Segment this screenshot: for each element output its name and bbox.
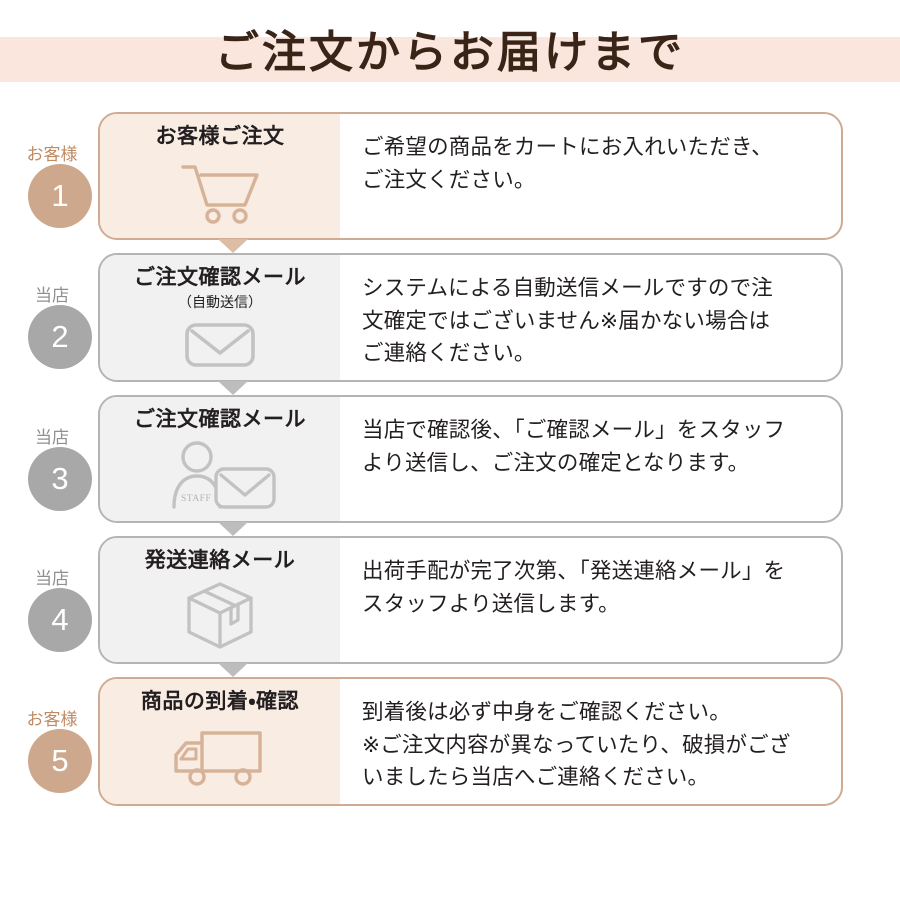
step-3-head: ご注文確認メール STAFF bbox=[100, 397, 340, 522]
step-2-actor-label: 当店 bbox=[35, 286, 69, 305]
step-3-gutter: 当店 3 bbox=[0, 395, 135, 523]
step-1-body: ご希望の商品をカートにお入れいただき、 ご注文ください。 bbox=[340, 114, 841, 238]
step-1-connector-arrow-icon bbox=[218, 239, 248, 253]
step-2-card: ご注文確認メール （自動送信） システムによる自動送信メールですので注 文確定で… bbox=[98, 253, 843, 383]
shopping-cart-icon bbox=[177, 153, 263, 230]
step-4-connector-arrow-icon bbox=[218, 663, 248, 678]
flow-step-4: 当店 4 発送連絡メール 出荷手配が完了次第、「発送連絡メール」を スタッフより… bbox=[0, 536, 900, 678]
step-2-subtitle: （自動送信） bbox=[178, 294, 262, 311]
step-2-description: システムによる自動送信メールですので注 文確定ではございません※届かない場合は … bbox=[362, 276, 774, 366]
flow-step-1: お客様 1 お客様ご注文 ご希望の商品をカートにお入れいただき、 ご注文ください… bbox=[0, 112, 900, 253]
step-3-actor-label: 当店 bbox=[35, 428, 69, 448]
staff-envelope-icon: STAFF bbox=[161, 436, 279, 513]
step-1-gutter: お客様 1 bbox=[0, 112, 135, 240]
staff-badge-text: STAFF bbox=[181, 494, 211, 504]
step-2-head: ご注文確認メール （自動送信） bbox=[100, 255, 340, 381]
step-1-card: お客様ご注文 ご希望の商品をカートにお入れいただき、 ご注文ください。 bbox=[98, 112, 843, 240]
step-5-body: 到着後は必ず中身をご確認ください。 ※ご注文内容が異なっていたり、破損がござ い… bbox=[340, 679, 841, 804]
step-5-description: 到着後は必ず中身をご確認ください。 ※ご注文内容が異なっていたり、破損がござ い… bbox=[362, 700, 791, 790]
step-4-title: 発送連絡メール bbox=[144, 549, 296, 573]
step-1-title: お客様ご注文 bbox=[155, 125, 285, 148]
order-flow-list: お客様 1 お客様ご注文 ご希望の商品をカートにお入れいただき、 ご注文ください… bbox=[0, 112, 900, 807]
step-1-actor-label: お客様 bbox=[26, 145, 78, 164]
step-4-gutter: 当店 4 bbox=[0, 536, 135, 664]
step-1-description: ご希望の商品をカートにお入れいただき、 ご注文ください。 bbox=[362, 135, 773, 192]
step-4-body: 出荷手配が完了次第、「発送連絡メール」を スタッフより送信します。 bbox=[340, 538, 841, 662]
step-3-title: ご注文確認メール bbox=[134, 408, 306, 432]
step-3-description: 当店で確認後、「ご確認メール」をスタッフ より送信し、ご注文の確定となります。 bbox=[362, 418, 786, 475]
step-2-title: ご注文確認メール bbox=[134, 266, 306, 289]
step-4-description: 出荷手配が完了次第、「発送連絡メール」を スタッフより送信します。 bbox=[362, 559, 786, 616]
flow-step-3: 当店 3 ご注文確認メール STAFF 当店で確認後、「ご確 bbox=[0, 395, 900, 537]
step-2-connector-arrow-icon bbox=[218, 381, 248, 396]
step-1-head: お客様ご注文 bbox=[100, 114, 340, 238]
step-5-card: 商品の到着・確認 到着後は必ず中身をご確認ください。 ※ご注文内容が異なっていた… bbox=[98, 677, 843, 807]
envelope-icon bbox=[182, 316, 258, 372]
step-3-connector-arrow-icon bbox=[218, 522, 248, 537]
step-2-gutter: 当店 2 bbox=[0, 253, 135, 382]
flow-step-5: お客様 5 商品の到着・確認 到着後は必ず中身をご確認ください。 ※ご注文内容が… bbox=[0, 677, 900, 807]
step-5-gutter: お客様 5 bbox=[0, 677, 135, 806]
step-4-head: 発送連絡メール bbox=[100, 538, 340, 663]
step-5-head: 商品の到着・確認 bbox=[100, 679, 340, 805]
step-4-card: 発送連絡メール 出荷手配が完了次第、「発送連絡メール」を スタッフより送信します… bbox=[98, 536, 843, 665]
flow-step-2: 当店 2 ご注文確認メール （自動送信） システムによる自動送信メールですので注… bbox=[0, 253, 900, 396]
step-1-number-badge: 1 bbox=[28, 164, 92, 228]
step-3-body: 当店で確認後、「ご確認メール」をスタッフ より送信し、ご注文の確定となります。 bbox=[340, 397, 841, 521]
step-5-number-badge: 5 bbox=[28, 729, 92, 794]
step-3-card: ご注文確認メール STAFF 当店で確認後、「ご確認メール」をスタッフ より送信… bbox=[98, 395, 843, 524]
step-2-number-badge: 2 bbox=[28, 305, 92, 369]
page-title: ご注文からお届けまで bbox=[215, 28, 685, 77]
step-5-actor-label: お客様 bbox=[26, 710, 78, 730]
page-header: ご注文からお届けまで bbox=[0, 0, 900, 108]
step-5-title: 商品の到着・確認 bbox=[140, 690, 300, 714]
step-2-body: システムによる自動送信メールですので注 文確定ではございません※届かない場合は … bbox=[340, 255, 841, 380]
delivery-truck-icon bbox=[168, 718, 272, 796]
step-4-actor-label: 当店 bbox=[35, 569, 69, 589]
step-3-number-badge: 3 bbox=[28, 447, 92, 512]
step-4-number-badge: 4 bbox=[28, 588, 92, 653]
package-box-icon bbox=[181, 577, 259, 654]
title-band bbox=[0, 37, 900, 82]
